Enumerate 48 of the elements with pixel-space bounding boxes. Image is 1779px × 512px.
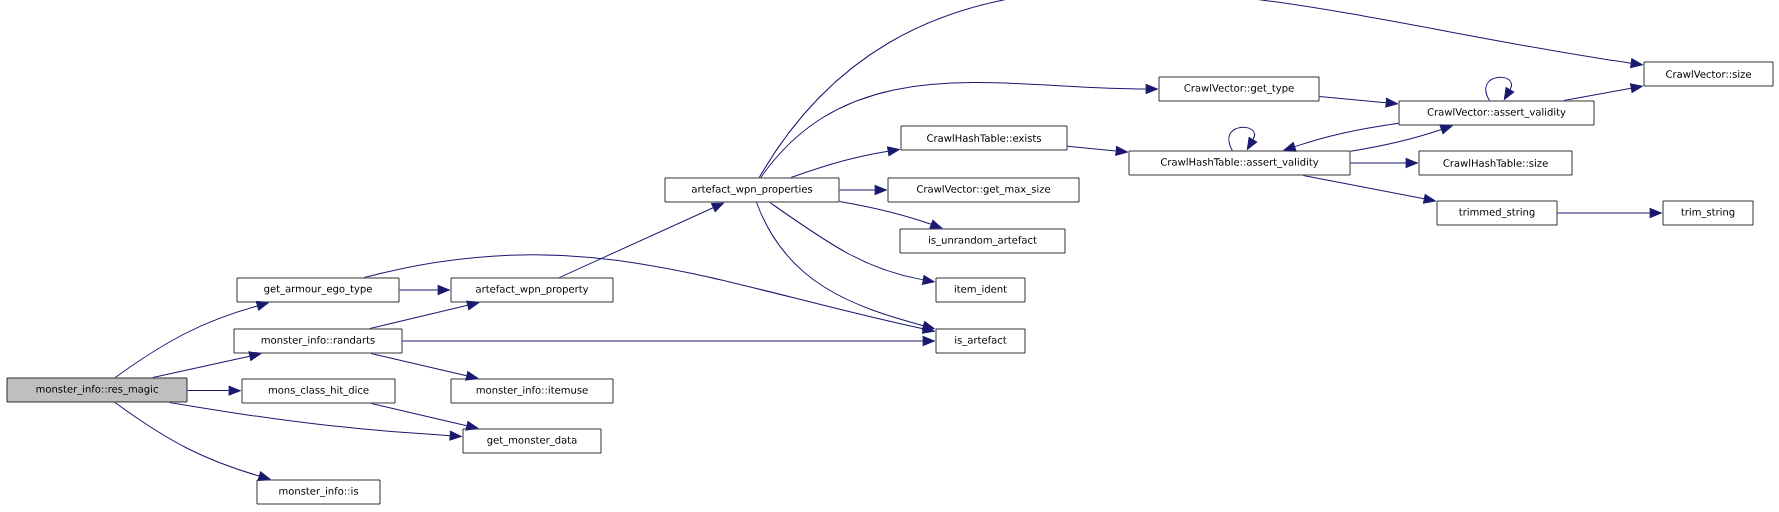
arrow xyxy=(1302,174,1436,204)
function-box: artefact_wpn_property xyxy=(450,277,614,303)
arrow xyxy=(370,352,479,381)
function-box: mons_class_hit_dice xyxy=(241,378,396,404)
arrow xyxy=(756,201,935,331)
arrow xyxy=(1318,96,1398,108)
function-box: CrawlVector::assert_validity xyxy=(1398,100,1595,126)
function-box: is_artefact xyxy=(935,328,1026,354)
function-box: monster_info::randarts xyxy=(233,328,403,354)
function-box: artefact_wpn_properties xyxy=(664,177,840,203)
arrow xyxy=(790,146,900,179)
arrow xyxy=(1066,145,1128,156)
arrow xyxy=(369,300,480,330)
function-box: is_unrandom_artefact xyxy=(899,228,1066,254)
function-box: monster_info::res_magic xyxy=(6,377,188,403)
function-box: trimmed_string xyxy=(1436,200,1558,226)
arrow xyxy=(1556,208,1662,218)
function-box: get_monster_data xyxy=(462,428,602,454)
arrow xyxy=(1283,122,1400,152)
arrow xyxy=(760,82,1158,179)
function-box: monster_info::itemuse xyxy=(450,378,614,404)
function-box: trim_string xyxy=(1662,200,1754,226)
function-box: item_ident xyxy=(935,277,1026,303)
function-box: CrawlVector::size xyxy=(1643,61,1774,87)
arrow xyxy=(1349,124,1453,152)
arrow xyxy=(152,351,262,379)
arrow xyxy=(186,385,241,396)
arrow xyxy=(363,254,935,334)
arrow xyxy=(1349,158,1418,168)
function-box: CrawlHashTable::size xyxy=(1418,150,1573,176)
function-box: get_armour_ego_type xyxy=(236,277,400,303)
arrow xyxy=(558,202,724,279)
arrow xyxy=(114,301,269,379)
arrow xyxy=(169,401,462,441)
arrow xyxy=(114,401,271,481)
arrow xyxy=(398,285,450,295)
arrow xyxy=(1563,83,1643,102)
function-box: monster_info::is xyxy=(256,479,381,505)
function-box: CrawlHashTable::exists xyxy=(900,125,1068,151)
function-box: CrawlVector::get_max_size xyxy=(887,177,1080,203)
arrow xyxy=(370,402,479,431)
function-box: CrawlVector::get_type xyxy=(1158,76,1320,102)
function-box: CrawlHashTable::assert_validity xyxy=(1128,150,1351,176)
arrow xyxy=(838,185,887,195)
arrow xyxy=(769,201,935,285)
arrow xyxy=(758,0,1643,179)
arrow xyxy=(401,336,935,346)
arrow xyxy=(838,200,943,230)
